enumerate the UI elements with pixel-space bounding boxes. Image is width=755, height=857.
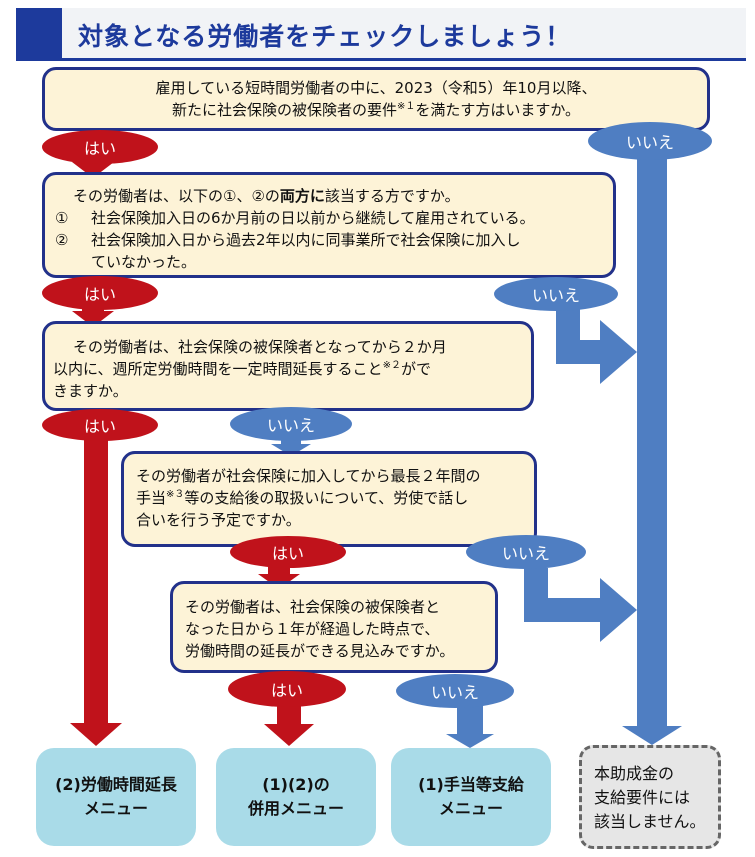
- q1-line-2: 新たに社会保険の被保険者の要件※１を満たす方はいますか。: [171, 101, 581, 119]
- q3-line-2: 以内に、週所定労働時間を一定時間延長すること※２がで: [53, 360, 431, 378]
- question-box-4: その労働者が社会保険に加入してから最長２年間の 手当※３等の支給後の取扱いについ…: [121, 451, 537, 547]
- no-trunk-line: [637, 143, 667, 726]
- question-box-5: その労働者は、社会保険の被保険者と なった日から１年が経過した時点で、 労働時間…: [170, 581, 498, 673]
- q4-no-label: いいえ: [466, 535, 586, 569]
- header-bar: [16, 8, 746, 58]
- result-combined-menu: (1)(2)の 併用メニュー: [216, 748, 376, 846]
- q5-yes-arrowhead: [264, 724, 314, 746]
- q3-yes-label: はい: [42, 409, 158, 441]
- header-accent-block: [16, 8, 62, 58]
- q4-no-arrowhead: [600, 578, 637, 642]
- q5-yes-label: はい: [228, 671, 346, 707]
- q2-lead-emphasis: 両方に: [279, 187, 325, 205]
- q5-line-1: その労働者は、社会保険の被保険者と: [185, 598, 441, 616]
- q4-line-1: その労働者が社会保険に加入してから最長２年間の: [136, 467, 481, 485]
- q2-lead: その労働者は、以下の①、②の両方に該当する方ですか。: [73, 187, 460, 205]
- q2-yes-arrowhead: [72, 311, 114, 327]
- q1-yes-arrowhead: [72, 162, 114, 178]
- q3-line-1: その労働者は、社会保険の被保険者となってから２か月: [73, 338, 447, 356]
- q3-no-arrowhead: [271, 444, 311, 456]
- question-box-1: 雇用している短時間労働者の中に、2023（令和5）年10月以降、 新たに社会保険…: [42, 67, 710, 131]
- q3-yes-arrowhead: [70, 723, 122, 746]
- q1-no-label: いいえ: [588, 122, 712, 160]
- question-box-3: その労働者は、社会保険の被保険者となってから２か月 以内に、週所定労働時間を一定…: [42, 321, 534, 411]
- not-eligible-box: 本助成金の 支給要件には 該当しません。: [579, 745, 721, 849]
- q4-no-line-right: [524, 598, 602, 622]
- q5-line-3: 労働時間の延長ができる見込みですか。: [185, 642, 455, 660]
- footnote-mark-2: ※２: [382, 360, 401, 371]
- q4-yes-line: [268, 567, 290, 577]
- q2-no-arrowhead: [600, 320, 637, 384]
- result-working-hours-extension-menu: (2)労働時間延長 メニュー: [36, 748, 196, 846]
- header-underline: [16, 58, 746, 61]
- footnote-mark-1: ※１: [396, 101, 416, 112]
- q2-no-line-right: [556, 340, 604, 364]
- q1-yes-label: はい: [42, 130, 158, 164]
- q5-no-label: いいえ: [396, 674, 514, 708]
- footnote-mark-3: ※３: [166, 489, 185, 500]
- result-allowance-menu: (1)手当等支給 メニュー: [391, 748, 551, 846]
- q3-yes-line: [84, 432, 108, 725]
- q1-line-1: 雇用している短時間労働者の中に、2023（令和5）年10月以降、: [155, 79, 597, 97]
- q3-line-3: きますか。: [53, 382, 128, 400]
- q3-no-label: いいえ: [230, 407, 352, 441]
- q2-yes-label: はい: [42, 276, 158, 310]
- no-trunk-arrowhead: [622, 726, 682, 745]
- q4-yes-label: はい: [230, 536, 346, 568]
- q4-line-2: 手当※３等の支給後の取扱いについて、労使で話し: [136, 489, 469, 507]
- page-title: 対象となる労働者をチェックしましょう！: [78, 22, 572, 51]
- q4-line-3: 合いを行う予定ですか。: [136, 511, 301, 529]
- q5-no-arrowhead: [446, 734, 494, 748]
- q5-line-2: なった日から１年が経過した時点で、: [185, 620, 440, 638]
- q2-condition-2-continued: ていなかった。: [91, 253, 197, 271]
- q2-no-label: いいえ: [494, 277, 618, 311]
